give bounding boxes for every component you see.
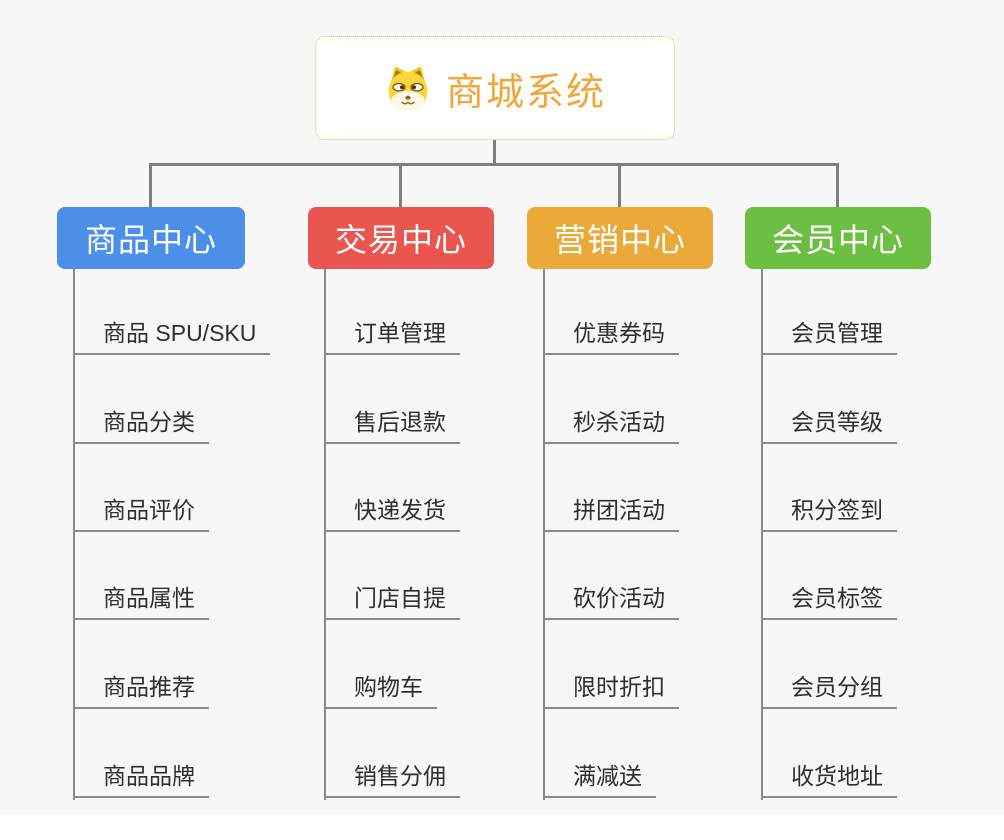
branch-rail <box>73 269 75 800</box>
leaf-node[interactable]: 商品属性 <box>73 584 209 620</box>
branch-header[interactable]: 商品中心 <box>57 207 245 269</box>
leaf-node[interactable]: 限时折扣 <box>543 673 679 709</box>
leaf-node[interactable]: 门店自提 <box>324 584 460 620</box>
branch-header[interactable]: 营销中心 <box>527 207 713 269</box>
leaf-node[interactable]: 优惠券码 <box>543 319 679 355</box>
leaf-node[interactable]: 销售分佣 <box>324 762 460 798</box>
leaf-node[interactable]: 会员管理 <box>761 319 897 355</box>
branch-rail <box>324 269 326 800</box>
branch-header[interactable]: 会员中心 <box>745 207 931 269</box>
leaf-node[interactable]: 商品推荐 <box>73 673 209 709</box>
root-node[interactable]: 商城系统 <box>315 36 675 140</box>
leaf-node[interactable]: 售后退款 <box>324 408 460 444</box>
branch-label: 会员中心 <box>771 222 904 258</box>
leaf-node[interactable]: 会员等级 <box>761 408 897 444</box>
root-title: 商城系统 <box>445 71 606 114</box>
leaf-node[interactable]: 会员分组 <box>761 673 897 709</box>
leaf-node[interactable]: 商品评价 <box>73 496 209 532</box>
leaf-node[interactable]: 订单管理 <box>324 319 460 355</box>
leaf-node[interactable]: 快递发货 <box>324 496 460 532</box>
canvas-bottom-margin <box>0 814 1004 840</box>
connector-horizontal <box>149 163 839 166</box>
leaf-node[interactable]: 满减送 <box>543 762 656 798</box>
mindmap-canvas: 商城系统 商品中心 商品 SPU/SKU 商品分类商品评价商品属性商品推荐商品品牌… <box>57 36 931 800</box>
connector-root-vertical <box>493 140 496 166</box>
branch-header[interactable]: 交易中心 <box>308 207 494 269</box>
branch-rail <box>543 269 545 800</box>
leaf-node[interactable]: 商品 SPU/SKU <box>73 319 271 355</box>
branch-label: 商品中心 <box>84 222 217 258</box>
leaf-node[interactable]: 收货地址 <box>761 762 897 798</box>
leaf-node[interactable]: 秒杀活动 <box>543 408 679 444</box>
leaf-node[interactable]: 会员标签 <box>761 584 897 620</box>
connector-drop-1 <box>149 163 152 209</box>
dog-icon <box>388 66 428 111</box>
leaf-node[interactable]: 购物车 <box>324 673 437 709</box>
branch-label: 交易中心 <box>334 222 467 258</box>
connector-drop-3 <box>618 163 621 209</box>
leaf-node[interactable]: 积分签到 <box>761 496 897 532</box>
branch-label: 营销中心 <box>553 222 686 258</box>
leaf-node[interactable]: 砍价活动 <box>543 584 679 620</box>
connector-drop-2 <box>399 163 402 209</box>
leaf-node[interactable]: 拼团活动 <box>543 496 679 532</box>
branch-rail <box>761 269 763 800</box>
leaf-node[interactable]: 商品分类 <box>73 408 209 444</box>
connector-drop-4 <box>836 163 839 209</box>
leaf-node[interactable]: 商品品牌 <box>73 762 209 798</box>
